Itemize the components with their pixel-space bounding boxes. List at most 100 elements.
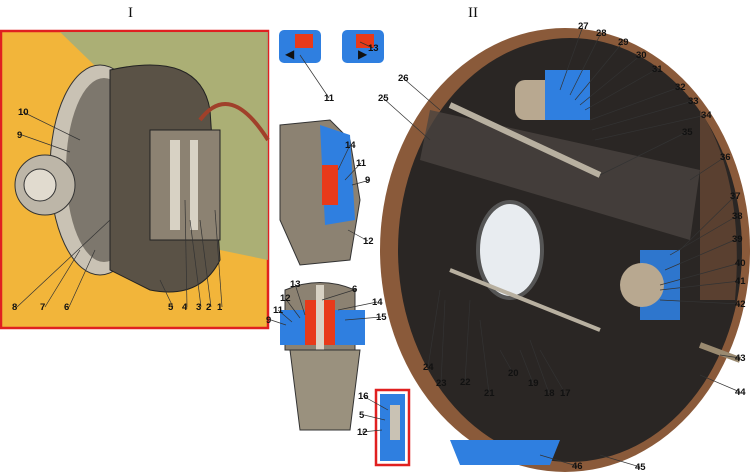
callout-number: 36 [720,152,731,163]
leader-line [68,249,96,308]
leader-line [337,144,351,171]
leader-line [679,195,736,251]
leader-line [321,288,358,301]
leader-line [214,209,223,308]
leader-line [427,289,441,368]
leader-line [299,54,330,99]
callout-number: 30 [636,50,647,61]
middle-section-views: ◀ ▶ [279,30,411,467]
callout-number: 5 [168,302,174,313]
leader-line [669,215,738,256]
leader-line [344,316,382,321]
callout-number: 14 [345,140,356,151]
callout-number: 13 [368,43,379,54]
callout-number: 19 [528,378,539,389]
callout-number: 20 [508,368,519,379]
leader-line [664,238,738,271]
callout-number: 13 [290,279,301,290]
callout-number: 22 [460,377,471,388]
callout-number: 12 [363,236,374,247]
svg-text:▶: ▶ [358,47,368,61]
callout-number: 28 [596,28,607,39]
callout-number: 11 [273,305,284,316]
callout-number: 9 [365,175,370,186]
callout-number: 32 [675,82,686,93]
leader-line [659,299,741,305]
leader-line [539,454,578,467]
leader-line [284,297,301,319]
leader-line [584,68,658,111]
callout-number: 27 [578,21,589,32]
callout-number: 14 [372,297,383,308]
callout-number: 3 [196,302,201,313]
callout-number: 25 [378,93,389,104]
leader-line [362,395,389,411]
callout-number: 8 [12,302,17,313]
leader-line [699,374,741,393]
leader-line [539,349,566,394]
leader-line [689,156,726,181]
callout-number: 15 [376,312,387,323]
callout-number: 21 [484,388,495,399]
leader-line [363,414,386,421]
callout-number: 23 [436,378,447,389]
callout-number: 16 [358,391,369,402]
callout-number: 46 [572,461,583,472]
callout-number: 42 [735,299,746,310]
callout-number: 18 [544,388,555,399]
leader-line [519,349,534,384]
svg-text:◀: ◀ [285,47,295,61]
callout-number: 35 [682,127,693,138]
callout-number: 39 [732,234,743,245]
callout-number: 6 [352,284,357,295]
leader-line [189,219,202,308]
leader-line [294,283,306,316]
leader-line [44,249,81,308]
callout-number: 11 [324,93,335,104]
callout-number: 34 [701,110,712,121]
callout-number: 7 [40,302,45,313]
leader-line [440,299,446,384]
leader-line [569,32,602,96]
leader-line [337,301,378,311]
callout-number: 31 [652,64,663,75]
callout-number: 6 [64,302,69,313]
leader-line [579,54,642,106]
part1-title: I [128,5,133,21]
leader-line [22,111,81,141]
callout-number: 11 [356,158,367,169]
callout-number: 38 [732,211,743,222]
leader-line [719,354,741,359]
callout-number: 4 [182,302,188,313]
callout-number: 12 [280,293,291,304]
callout-number: 5 [359,410,365,421]
leader-line [347,229,369,242]
callout-number: 12 [357,427,368,438]
leader-line [277,309,293,323]
callout-number: 37 [730,191,741,202]
leader-line [382,97,431,141]
leader-line [344,162,362,181]
leader-line [21,134,71,153]
leader-line [589,86,681,121]
callout-number: 9 [266,315,271,326]
callout-number: 26 [398,73,409,84]
leader-line [351,179,371,186]
callout-number: 1 [217,302,223,313]
leader-line [270,319,287,326]
part2-title: II [468,5,478,21]
part1-front-disc-brake [0,29,270,330]
leader-line [599,131,688,176]
leader-line [591,100,694,131]
callout-number: 33 [688,96,699,107]
callout-number: 43 [735,353,746,364]
leader-line [574,41,624,101]
leader-line [361,429,383,433]
callout-number: 10 [18,107,29,118]
callout-number: 17 [560,388,571,399]
callout-number: 29 [618,37,629,48]
part2-rear-drum-brake [380,28,750,472]
callout-number: 2 [206,302,211,313]
callout-number: 24 [423,362,434,373]
